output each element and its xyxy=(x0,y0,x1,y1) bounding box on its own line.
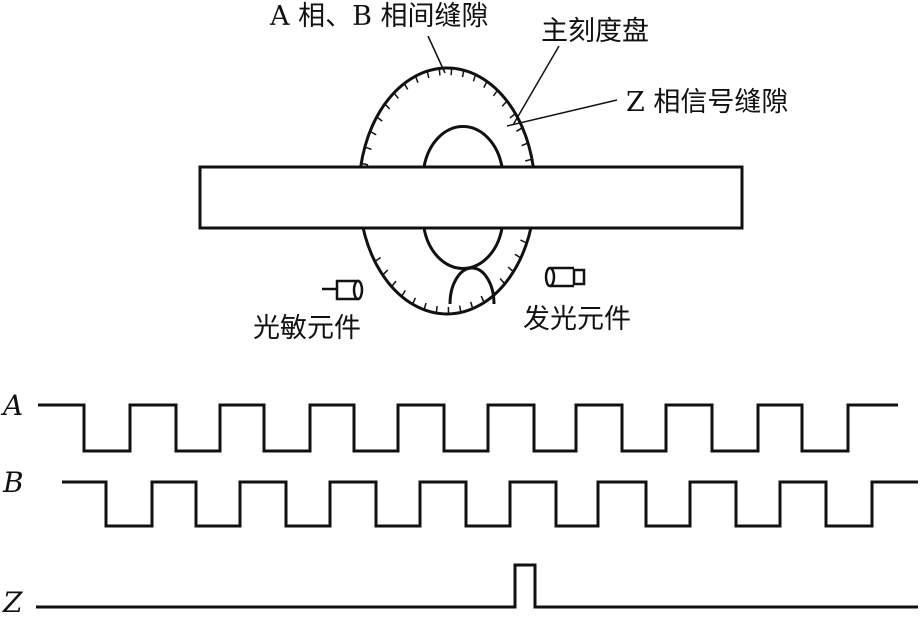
disc-hub-upper xyxy=(422,125,504,168)
label-light-element: 发光元件 xyxy=(523,304,631,335)
encoder-assembly xyxy=(198,35,744,316)
label-main-disc: 主刻度盘 xyxy=(541,16,649,47)
tick-mark xyxy=(521,142,529,147)
waveform-b xyxy=(62,480,918,528)
channel-label-z: Z xyxy=(2,586,23,617)
tick-mark xyxy=(472,74,477,82)
tick-mark xyxy=(414,75,419,83)
tick-mark xyxy=(516,127,523,132)
tick-mark xyxy=(393,92,399,99)
disc-hub-lower xyxy=(422,227,504,270)
tick-mark xyxy=(458,305,462,313)
tick-mark xyxy=(376,116,383,122)
z-phase-slot xyxy=(448,266,496,305)
tick-mark xyxy=(461,70,465,78)
waveform-a xyxy=(38,403,898,453)
channel-label-b: B xyxy=(2,466,24,499)
signal-waveforms: A B Z xyxy=(0,389,918,617)
shaft xyxy=(198,165,744,230)
tick-mark xyxy=(369,130,377,136)
tick-mark xyxy=(435,306,438,314)
photosensitive-element xyxy=(322,279,364,301)
tick-mark xyxy=(361,162,369,166)
tick-mark xyxy=(411,297,417,305)
label-z-gap: Z 相信号缝隙 xyxy=(626,87,788,118)
tick-mark xyxy=(483,81,488,88)
tick-mark xyxy=(480,295,485,303)
channel-label-a: A xyxy=(0,389,23,422)
label-photo-element: 光敏元件 xyxy=(253,313,361,344)
tick-mark xyxy=(374,256,382,263)
tick-mark xyxy=(501,100,508,107)
tick-mark xyxy=(469,301,474,309)
tick-mark xyxy=(401,290,406,297)
tick-mark xyxy=(525,158,533,162)
tick-mark xyxy=(423,302,427,310)
tick-mark xyxy=(426,71,430,79)
light-emitting-element xyxy=(544,266,586,288)
tick-mark xyxy=(438,68,441,76)
tick-mark xyxy=(384,103,391,110)
tick-mark xyxy=(391,280,397,288)
waveform-z xyxy=(36,563,918,609)
tick-mark xyxy=(499,278,506,285)
tick-mark xyxy=(403,83,409,90)
label-ab-gap: A 相、B 相间缝隙 xyxy=(269,1,489,32)
leader-lines xyxy=(427,35,618,127)
tick-mark xyxy=(507,266,514,273)
tick-mark xyxy=(509,113,516,119)
tick-mark xyxy=(382,269,389,276)
tick-mark xyxy=(364,146,372,151)
tick-mark xyxy=(492,89,499,97)
tick-mark xyxy=(514,253,522,259)
tick-mark xyxy=(520,239,528,244)
